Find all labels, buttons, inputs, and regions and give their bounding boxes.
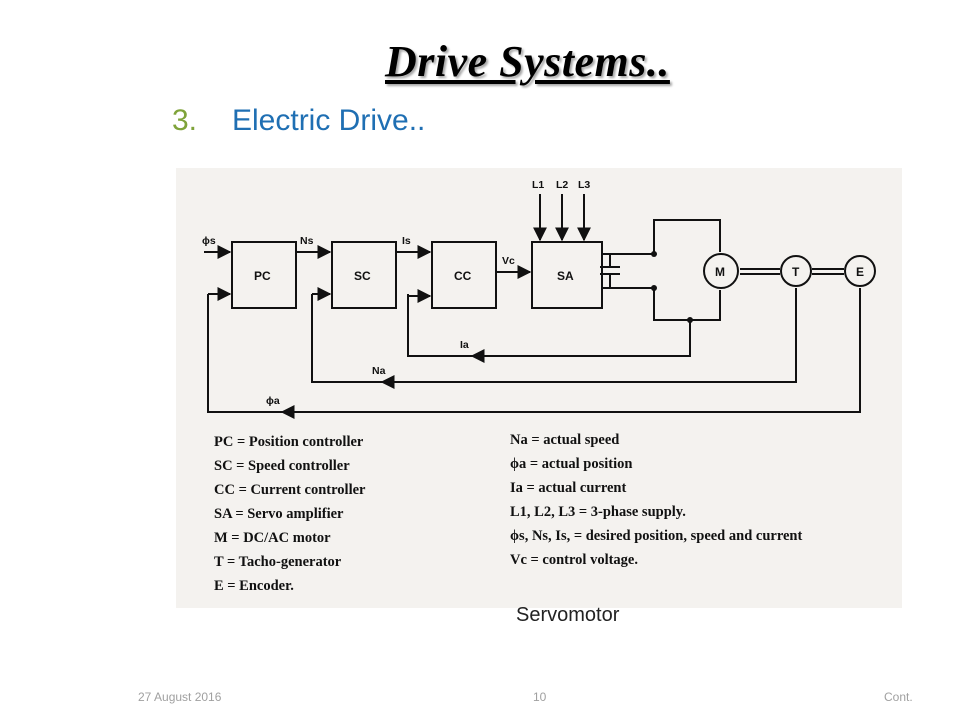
legend-right-item: Ia = actual current [510, 480, 626, 496]
servomotor-block-diagram: PC SC CC SA M T E ϕs Ns Is Vc L1 L2 L3 I… [176, 168, 902, 608]
footer-page-number: 10 [533, 690, 547, 704]
signal-phi-a: ϕa [266, 395, 280, 407]
block-pc [231, 241, 297, 309]
legend-left: PC = Position controller SC = Speed cont… [214, 434, 366, 594]
block-sc-label: SC [354, 269, 371, 283]
block-sc [331, 241, 397, 309]
subheading-text: Electric Drive.. [232, 104, 426, 137]
block-cc-label: CC [454, 269, 472, 283]
tacho-label: T [792, 265, 800, 279]
legend-right-item: ϕs, Ns, Is, = desired position, speed an… [510, 528, 802, 544]
legend-right: Na = actual speed ϕa = actual position I… [510, 432, 802, 568]
block-sa-label: SA [557, 269, 574, 283]
legend-left-item: CC = Current controller [214, 482, 366, 498]
encoder-symbol [844, 255, 876, 287]
signal-n-s: Ns [300, 235, 314, 247]
block-cc [431, 241, 497, 309]
slide-title: Drive Systems.. [385, 37, 670, 86]
legend-right-item: Vc = control voltage. [510, 552, 638, 568]
subheading-number: 3. [172, 104, 198, 137]
diagram-caption: Servomotor [516, 604, 620, 626]
signal-i-s: Is [402, 235, 411, 247]
legend-left-item: PC = Position controller [214, 434, 364, 450]
legend-left-item: M = DC/AC motor [214, 530, 331, 546]
legend-left-item: SA = Servo amplifier [214, 506, 344, 522]
block-pc-label: PC [254, 269, 271, 283]
subheading: 3. Electric Drive.. [172, 104, 425, 138]
legend-left-item: SC = Speed controller [214, 458, 350, 474]
motor-label: M [715, 265, 725, 279]
legend-left-item: E = Encoder. [214, 578, 294, 594]
encoder-label: E [856, 265, 864, 279]
signal-n-a: Na [372, 365, 386, 377]
signal-phi-s: ϕs [202, 235, 216, 247]
legend-right-item: ϕa = actual position [510, 456, 632, 472]
legend-left-item: T = Tacho-generator [214, 554, 342, 570]
legend-right-item: L1, L2, L3 = 3-phase supply. [510, 504, 686, 520]
signal-l2: L2 [556, 179, 568, 191]
signal-i-a: Ia [460, 339, 469, 351]
signal-v-c: Vc [502, 255, 515, 267]
tacho-generator-symbol [780, 255, 812, 287]
signal-l3: L3 [578, 179, 590, 191]
footer-date: 27 August 2016 [138, 690, 222, 704]
footer-continued: Cont. [884, 690, 913, 704]
legend-right-item: Na = actual speed [510, 432, 619, 448]
signal-l1: L1 [532, 179, 544, 191]
motor-symbol [703, 253, 739, 289]
